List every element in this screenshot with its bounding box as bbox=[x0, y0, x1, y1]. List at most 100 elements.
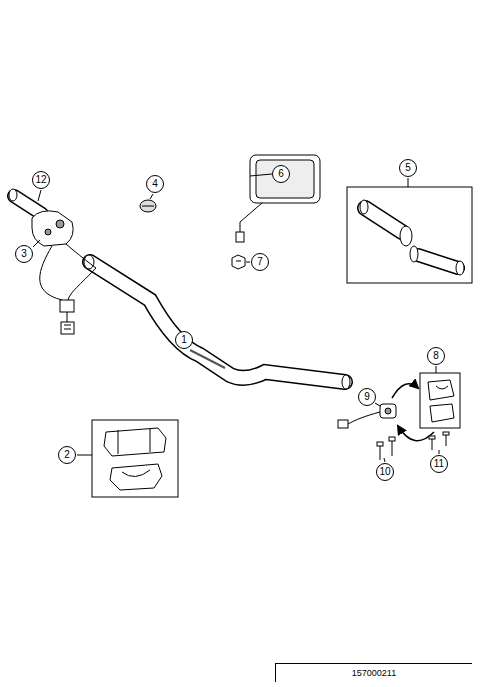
drawing-stroke bbox=[439, 450, 440, 454]
drawing-stroke bbox=[77, 455, 92, 456]
drawing-stroke bbox=[104, 428, 166, 456]
label-text: 10 bbox=[379, 467, 390, 477]
drawing-stroke bbox=[436, 366, 437, 373]
drawing-stroke bbox=[418, 255, 458, 268]
drawing-stroke bbox=[60, 300, 74, 312]
drawing-stroke bbox=[429, 436, 435, 439]
drawing-stroke bbox=[246, 262, 250, 263]
clamp-frame bbox=[92, 420, 178, 497]
drawing-stroke bbox=[408, 178, 409, 187]
drawing-stroke bbox=[392, 384, 418, 398]
drawing-stroke bbox=[190, 350, 225, 368]
drawing-stroke bbox=[446, 435, 447, 446]
left-grip-switch bbox=[9, 189, 96, 334]
callout-number: 12 bbox=[32, 171, 50, 189]
label-text: 12 bbox=[35, 175, 46, 185]
drawing-stroke bbox=[250, 174, 272, 176]
drawing-stroke bbox=[360, 200, 368, 214]
drawing-stroke bbox=[67, 312, 68, 322]
drawing-stroke bbox=[90, 262, 345, 382]
label-text: 9 bbox=[364, 392, 370, 402]
drawing-stroke bbox=[398, 426, 434, 441]
callout-number: 6 bbox=[272, 165, 290, 183]
drawing-stroke bbox=[380, 446, 381, 460]
label-text: 11 bbox=[434, 459, 444, 469]
drawing-stroke bbox=[348, 412, 380, 424]
label-text: 157000211 bbox=[352, 669, 396, 678]
drawing-stroke bbox=[14, 196, 42, 214]
leader-lines bbox=[33, 174, 439, 462]
drawing-stroke bbox=[428, 380, 454, 400]
drawing-stroke bbox=[392, 441, 393, 456]
drawing-stroke bbox=[377, 442, 383, 446]
drawing-stroke bbox=[430, 404, 454, 422]
mirror bbox=[232, 155, 320, 269]
drawing-stroke bbox=[56, 220, 64, 228]
drawing-stroke bbox=[236, 232, 244, 242]
callout-number: 8 bbox=[427, 347, 445, 365]
drawing-stroke bbox=[84, 255, 94, 269]
callout-number: 9 bbox=[358, 388, 376, 406]
callout-number: 1 bbox=[175, 331, 193, 349]
drawing-stroke bbox=[14, 196, 42, 214]
drawing-stroke bbox=[38, 190, 41, 201]
drawing-stroke bbox=[61, 322, 74, 334]
callout-number: 2 bbox=[58, 446, 76, 464]
drawing-stroke bbox=[436, 386, 448, 389]
label-text: 4 bbox=[152, 179, 158, 189]
drawing-stroke bbox=[118, 429, 150, 454]
drawing-stroke bbox=[418, 255, 458, 268]
label-text: 3 bbox=[21, 249, 27, 259]
drawing-stroke bbox=[347, 187, 472, 283]
callout-number: 4 bbox=[146, 175, 164, 193]
drawing-stroke bbox=[384, 458, 385, 462]
drawing-stroke bbox=[410, 246, 418, 262]
drawing-stroke bbox=[9, 189, 17, 201]
label-text: 8 bbox=[433, 351, 439, 361]
drawing-stroke bbox=[385, 408, 391, 414]
switch-clamp-frame bbox=[420, 373, 460, 428]
drawing-stroke bbox=[9, 155, 472, 497]
drawing-stroke bbox=[250, 155, 320, 203]
drawing-stroke bbox=[375, 403, 380, 406]
drawing-stroke bbox=[64, 325, 71, 329]
handlebar bbox=[84, 255, 350, 389]
callout-number: 3 bbox=[15, 245, 33, 263]
label-text: 7 bbox=[257, 257, 263, 267]
drawing-stroke bbox=[92, 420, 178, 497]
label-text: 6 bbox=[278, 169, 284, 179]
drawing-stroke bbox=[380, 404, 396, 418]
drawing-stroke bbox=[432, 439, 433, 450]
callout-number: 11 bbox=[430, 455, 448, 473]
drawing-stroke bbox=[365, 208, 402, 232]
drawing-stroke bbox=[140, 200, 156, 212]
drawing-stroke bbox=[365, 208, 402, 232]
callout-number: 7 bbox=[251, 253, 269, 271]
drawing-stroke bbox=[236, 261, 241, 262]
drawing-stroke bbox=[33, 240, 40, 247]
drawing-stroke bbox=[110, 464, 162, 490]
drawing-stroke bbox=[142, 206, 154, 207]
drawing-stroke bbox=[400, 226, 412, 246]
callout-number: 10 bbox=[376, 463, 394, 481]
label-text: 2 bbox=[64, 450, 70, 460]
switch bbox=[338, 384, 434, 441]
drawing-stroke bbox=[122, 470, 150, 477]
drawing-number-box: 157000211 bbox=[275, 663, 472, 682]
drawing-stroke bbox=[150, 194, 153, 199]
label-text: 1 bbox=[181, 335, 187, 345]
drawing-stroke bbox=[32, 211, 73, 246]
drawing-stroke bbox=[45, 229, 51, 235]
grips-frame bbox=[347, 187, 472, 283]
drawing-stroke bbox=[338, 420, 348, 428]
drawing-stroke bbox=[66, 244, 96, 300]
drawing-stroke bbox=[389, 437, 395, 441]
drawing-stroke bbox=[232, 255, 245, 269]
cap-part bbox=[140, 200, 156, 212]
label-text: 5 bbox=[405, 163, 411, 173]
drawing-stroke bbox=[443, 432, 449, 435]
drawing-stroke bbox=[90, 262, 345, 382]
callout-number: 5 bbox=[399, 159, 417, 177]
